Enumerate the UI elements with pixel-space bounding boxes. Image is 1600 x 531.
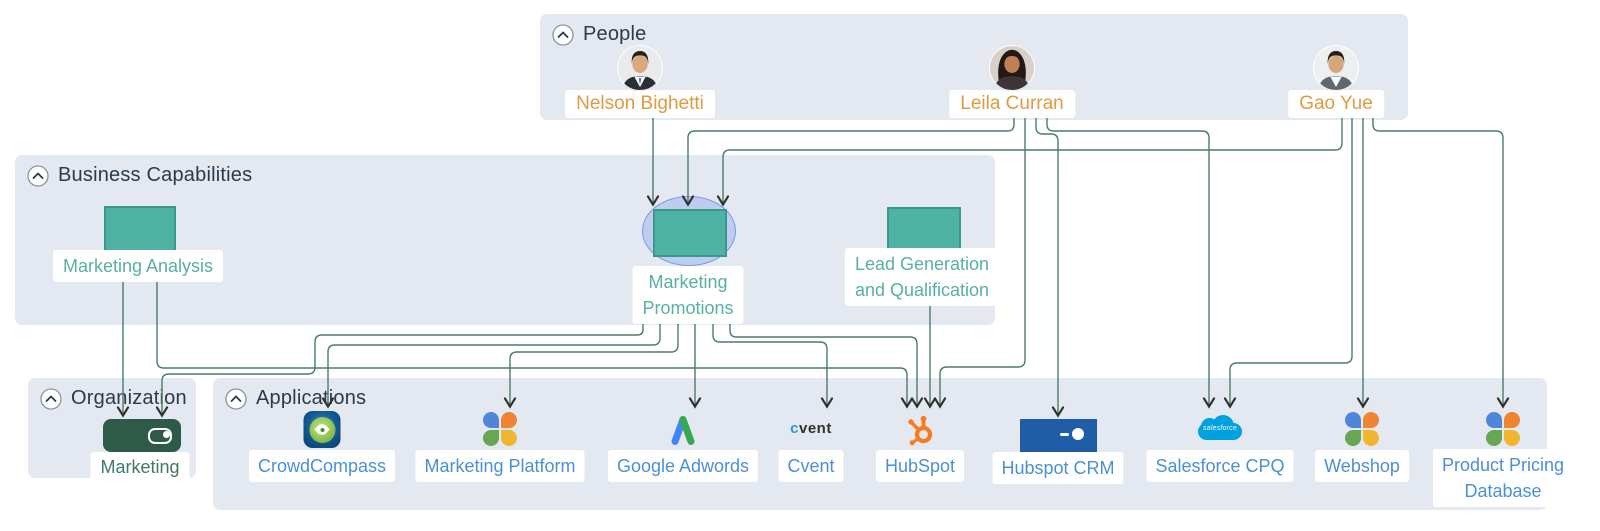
org-unit-toggle-icon <box>148 427 172 444</box>
salesforce-cloud-text: salesforce <box>1203 425 1237 432</box>
avatar-leila-curran[interactable] <box>989 45 1035 96</box>
group-title-applications: Applications <box>256 387 367 409</box>
app-label-salesforce-cpq[interactable]: Salesforce CPQ <box>1146 450 1294 482</box>
app-rect-hubspot-crm[interactable] <box>1020 419 1097 452</box>
capability-label-line: Lead Generation <box>854 254 990 274</box>
pinwheel-icon <box>1344 411 1380 447</box>
app-label-line: Webshop <box>1324 456 1400 476</box>
chevron-up-icon <box>225 387 247 410</box>
salesforce-cloud-shape: salesforce <box>1197 414 1243 444</box>
app-label-cvent[interactable]: Cvent <box>778 450 844 482</box>
app-label-hubspot[interactable]: HubSpot <box>875 450 965 482</box>
collapse-button-people[interactable] <box>552 23 574 46</box>
cvent-logo-text: cvent <box>790 420 832 437</box>
app-label-line: Google Adwords <box>616 456 750 476</box>
capability-label-line: Promotions <box>642 298 734 318</box>
group-header-business-capabilities: Business Capabilities <box>27 164 252 187</box>
person-label-leila-curran[interactable]: Leila Curran <box>949 90 1075 118</box>
cvent-wordmark-icon: cvent <box>790 420 832 437</box>
collapse-button-organization[interactable] <box>40 387 62 410</box>
pinwheel-shape <box>482 411 518 447</box>
group-title-business-capabilities: Business Capabilities <box>58 164 253 186</box>
pinwheel-icon <box>482 411 518 447</box>
edge-leila-curran--salesforce-cpq <box>1046 118 1216 409</box>
chevron-up-icon <box>40 387 62 410</box>
crowdcompass-icon <box>303 411 341 448</box>
app-label-line: Cvent <box>787 456 835 476</box>
app-label-line: HubSpot <box>884 456 956 476</box>
pinwheel-shape <box>1344 411 1380 447</box>
group-title-organization: Organization <box>71 387 187 409</box>
group-header-applications: Applications <box>225 387 366 410</box>
app-label-line: Salesforce CPQ <box>1155 456 1285 476</box>
app-label-line: Database <box>1464 481 1542 501</box>
hubspot-icon <box>902 412 938 448</box>
capability-label-line: Marketing <box>648 272 728 292</box>
capability-label-lead-generation-and-qualification[interactable]: Lead Generation and Qualification <box>844 248 1000 306</box>
person-label-gao-yue[interactable]: Gao Yue <box>1288 90 1384 118</box>
app-label-hubspot-crm[interactable]: Hubspot CRM <box>992 452 1124 484</box>
collapse-button-business-capabilities[interactable] <box>27 164 49 187</box>
pinwheel-icon <box>1485 411 1521 447</box>
org-unit-label-marketing-org[interactable]: Marketing <box>90 452 190 482</box>
salesforce-cloud-icon: salesforce <box>1197 414 1243 444</box>
edge-gao-yue--product-pricing-database <box>1372 118 1510 409</box>
avatar-nelson-bighetti[interactable] <box>617 45 663 96</box>
edge-gao-yue--salesforce-cpq <box>1223 118 1353 409</box>
app-label-line: Product Pricing <box>1441 455 1565 475</box>
group-header-organization: Organization <box>40 387 187 410</box>
app-label-google-adwords[interactable]: Google Adwords <box>607 450 759 482</box>
chevron-up-icon <box>552 23 574 46</box>
capability-rect-marketing-analysis[interactable] <box>104 206 176 256</box>
capability-label-line: Marketing Analysis <box>62 256 214 276</box>
pinwheel-shape <box>1485 411 1521 447</box>
app-label-line: CrowdCompass <box>257 456 387 476</box>
adwords-icon <box>664 413 702 447</box>
org-unit-rect-marketing-org[interactable] <box>103 419 181 452</box>
app-label-line: Hubspot CRM <box>1001 458 1115 478</box>
group-title-people: People <box>583 23 647 45</box>
capability-rect-marketing-promotions[interactable] <box>653 209 727 257</box>
edge-leila-curran--hubspot-crm <box>1035 118 1065 418</box>
app-label-webshop[interactable]: Webshop <box>1315 450 1409 482</box>
cvent-logo-c: c <box>790 420 799 437</box>
capability-label-line: and Qualification <box>854 280 990 300</box>
capability-label-marketing-analysis[interactable]: Marketing Analysis <box>52 250 224 282</box>
app-label-marketing-platform[interactable]: Marketing Platform <box>415 450 585 482</box>
person-label-nelson-bighetti[interactable]: Nelson Bighetti <box>565 90 715 118</box>
avatar-gao-yue[interactable] <box>1313 45 1359 96</box>
group-header-people: People <box>552 23 646 46</box>
collapse-button-applications[interactable] <box>225 387 247 410</box>
cvent-logo-rest: vent <box>799 420 832 437</box>
app-label-crowdcompass[interactable]: CrowdCompass <box>248 450 396 482</box>
app-label-line: Marketing Platform <box>424 456 576 476</box>
chevron-up-icon <box>27 164 49 187</box>
